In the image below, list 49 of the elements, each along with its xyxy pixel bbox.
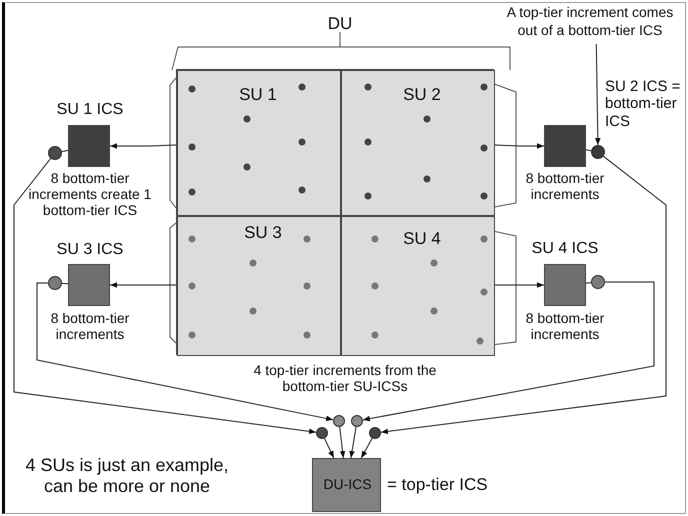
quadrant-box [341, 216, 495, 356]
quadrant-box [341, 70, 495, 216]
arrow [36, 282, 334, 422]
box-label: SU 1 [238, 85, 278, 105]
arrow [14, 158, 317, 434]
increment-circle [591, 145, 605, 159]
box-label: SU 4 [402, 229, 442, 249]
node-label: 8 bottom-tier increments [524, 310, 606, 342]
ics-box [312, 458, 381, 512]
arrow [324, 438, 334, 458]
leader-line [594, 44, 601, 146]
arrow [360, 438, 373, 458]
arrow [339, 426, 346, 458]
quadrant-box [177, 216, 341, 356]
node-label: 8 bottom-tier increments [524, 170, 606, 202]
equation-label: = top-tier ICS [387, 475, 489, 495]
box-heading: SU 1 ICS [56, 101, 124, 120]
node-label: 8 bottom-tier increments [50, 310, 130, 342]
note: 4 top-tier increments from the bottom-tier SU-ICSs [252, 362, 438, 394]
node-label: 8 bottom-tier increments create 1 bottom-tier ICS [28, 170, 152, 218]
increment-circle [333, 415, 345, 427]
box-heading: SU 3 ICS [56, 241, 124, 260]
ics-box [68, 264, 110, 306]
box-label: SU 2 [402, 85, 442, 105]
increment-circle [316, 427, 328, 439]
arrow [494, 143, 544, 149]
increment-circle [48, 276, 62, 290]
callout-text: A top-tier increment comes out of a bottom-tier ICS [506, 4, 674, 39]
box-label: SU 3 [243, 223, 283, 243]
arrow [349, 426, 357, 458]
note: 4 SUs is just an example, can be more or none [24, 455, 230, 496]
box-label: DU-ICS [322, 476, 373, 492]
arrow [110, 282, 176, 288]
increment-circle [351, 415, 363, 427]
ics-box [544, 125, 586, 167]
ics-box [544, 264, 586, 306]
increment-circle [48, 146, 62, 160]
box-heading: SU 4 ICS [530, 240, 600, 258]
box-heading: DU [326, 14, 354, 34]
arrow [494, 282, 544, 288]
increment-circle [369, 427, 381, 439]
increment-circle [591, 275, 605, 289]
grid-box [176, 69, 494, 355]
arrow [362, 282, 654, 422]
arrow [380, 156, 666, 434]
arrow [110, 143, 176, 149]
quadrant-box [177, 70, 341, 216]
ics-box [68, 125, 110, 167]
box-heading: SU 2 ICS = bottom-tier ICS [605, 78, 682, 130]
